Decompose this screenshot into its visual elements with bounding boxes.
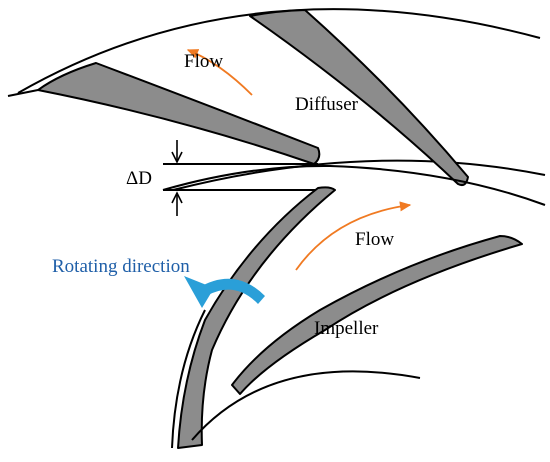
diffuser-vane-right: [249, 9, 469, 187]
rotating-direction-label: Rotating direction: [52, 256, 190, 277]
rotation-arrow: [184, 276, 265, 308]
diffuser: [7, 8, 546, 191]
impeller-outer-arc: [162, 164, 546, 206]
diffuser-left-edge: [7, 89, 39, 97]
diffuser-vane-left: [37, 62, 321, 165]
flow-arrow-diffuser: [186, 49, 253, 96]
impeller-blade-left-edge: [171, 309, 206, 449]
impeller-hub-arc: [191, 370, 421, 441]
gap-arrow-top-head: [171, 151, 183, 164]
flow-label-impeller: Flow: [355, 229, 394, 250]
impeller-label: Impeller: [314, 318, 379, 339]
rotation-arrow-head: [184, 276, 214, 308]
gap-label: ΔD: [126, 168, 152, 189]
diffuser-inner-arc: [172, 159, 546, 191]
flow-label-diffuser: Flow: [184, 51, 223, 72]
impeller-blade-right: [231, 235, 523, 395]
diffuser-label: Diffuser: [295, 94, 359, 115]
impeller: [162, 164, 546, 449]
gap-arrow-bottom-head: [171, 191, 183, 204]
gap-indicator: ΔD: [126, 140, 318, 216]
rotation-arrow-band: [198, 278, 265, 304]
flow-arrow-impeller: [295, 201, 412, 271]
